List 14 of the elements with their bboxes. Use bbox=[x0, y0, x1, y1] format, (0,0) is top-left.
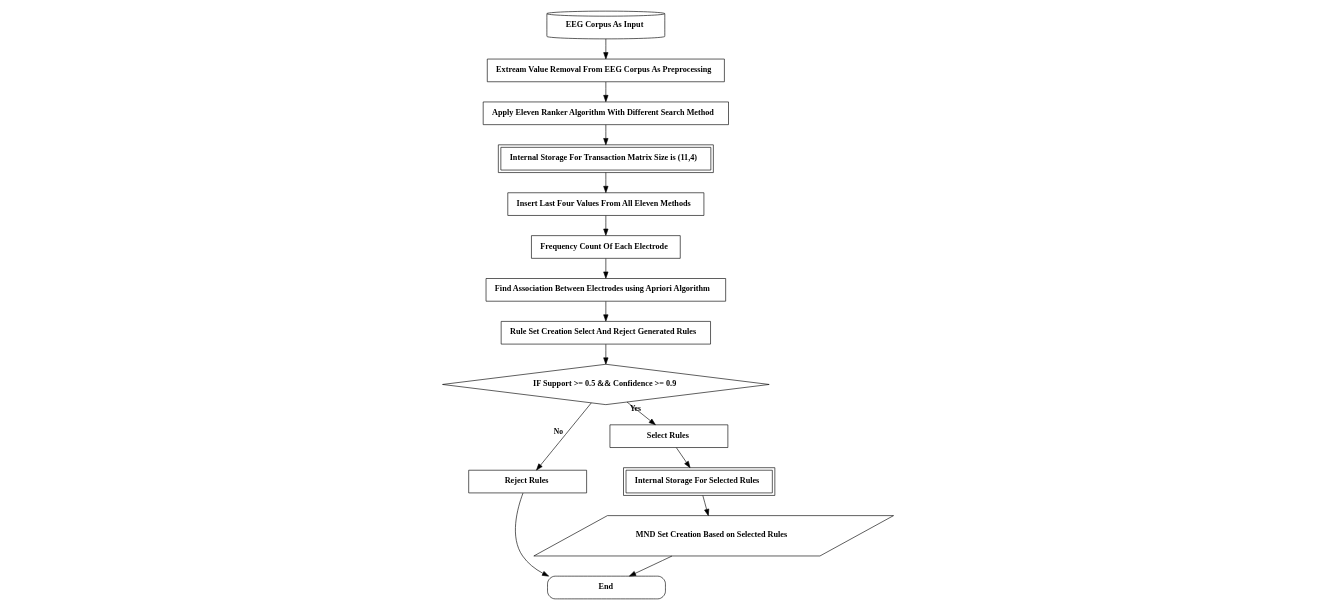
arrow bbox=[626, 401, 656, 426]
arrow bbox=[602, 38, 608, 60]
arrow bbox=[675, 447, 690, 468]
arrow bbox=[602, 344, 608, 365]
arrow bbox=[602, 258, 608, 279]
arrow bbox=[602, 172, 608, 193]
arrow bbox=[702, 495, 709, 516]
arrow bbox=[602, 215, 608, 236]
arrow bbox=[628, 555, 672, 577]
arrow bbox=[535, 402, 592, 471]
arrow bbox=[602, 81, 608, 102]
arrow bbox=[514, 492, 549, 577]
arrow bbox=[602, 124, 608, 146]
arrow bbox=[602, 301, 608, 322]
